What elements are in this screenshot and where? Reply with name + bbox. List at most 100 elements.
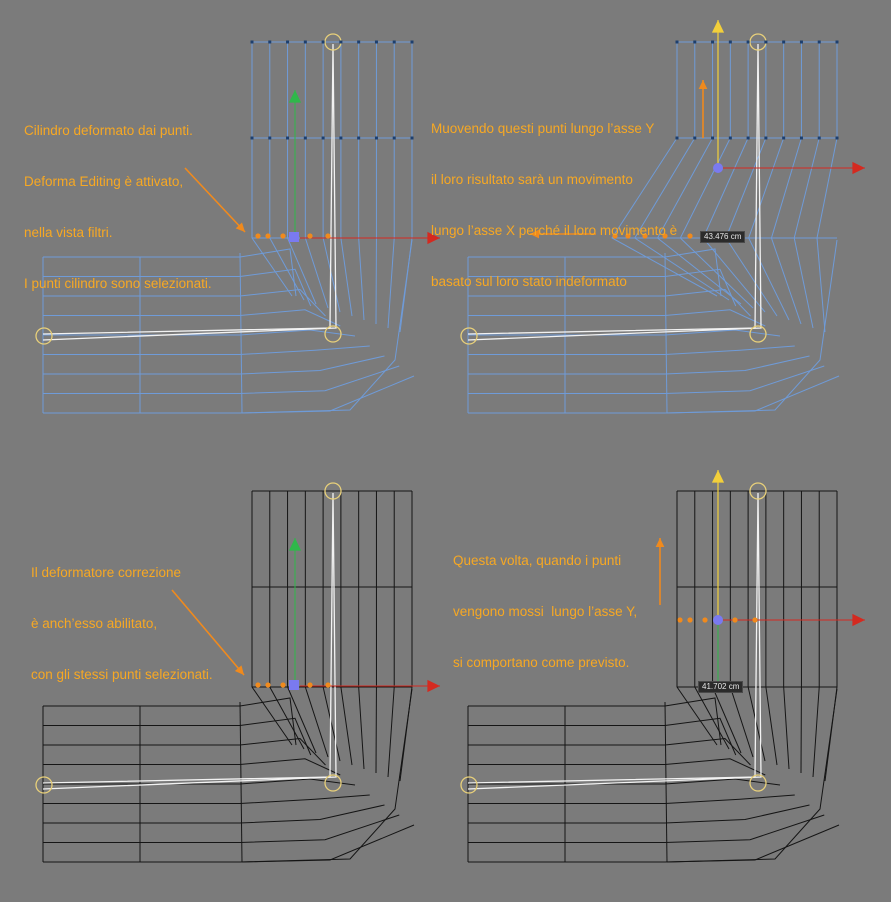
distance-readout-bottom: 41.702 cm: [698, 681, 744, 693]
selected-point: [325, 233, 331, 239]
mesh-point: [835, 136, 839, 140]
mesh-edge: [664, 697, 722, 746]
mesh-edge: [239, 345, 370, 355]
selected-point: [625, 233, 631, 239]
move-handle-icon: [713, 163, 723, 173]
mesh-edge: [816, 42, 838, 333]
pivot-circle-icon: [460, 776, 478, 794]
mesh-point: [268, 40, 272, 44]
selected-point: [687, 617, 693, 623]
mesh-point: [250, 136, 254, 140]
annotation-line: Cilindro deformato dai punti.: [24, 123, 193, 138]
mesh-edge: [666, 239, 838, 414]
mesh-edge: [239, 794, 370, 804]
selected-point: [280, 682, 286, 688]
mesh-edge: [340, 491, 353, 766]
mesh-edge: [664, 268, 737, 307]
mesh-edge: [664, 252, 668, 414]
mesh-point: [392, 40, 396, 44]
mesh-edge: [666, 688, 838, 863]
selected-point: [280, 233, 286, 239]
mesh-edge: [251, 42, 293, 297]
annotation-line: Muovendo questi punti lungo l’asse Y: [431, 121, 655, 136]
mesh-point: [746, 40, 750, 44]
mesh-point: [799, 136, 803, 140]
annotation-line: vengono mossi lungo l’asse Y,: [453, 604, 638, 619]
annotation-line: lungo l’asse X perché il loro movimento …: [431, 223, 678, 238]
mesh-edge: [664, 309, 766, 327]
mesh-edge: [239, 248, 297, 297]
move-handle-icon: [713, 615, 723, 625]
mesh-edge: [287, 42, 317, 305]
annotation-bottom-right: Questa volta, quando i punti vengono mos…: [453, 518, 637, 688]
mesh-point: [782, 136, 786, 140]
skeleton-bone: [467, 492, 762, 790]
mesh-edge: [748, 42, 790, 321]
mesh-edge: [399, 491, 413, 782]
selected-point: [307, 233, 313, 239]
mesh-edge: [729, 491, 754, 758]
mesh-point: [711, 136, 715, 140]
arrow-icon: [234, 665, 244, 675]
selected-point: [255, 233, 261, 239]
selected-point: [732, 617, 738, 623]
annotation-top-left: Cilindro deformato dai punti. Deforma Ed…: [24, 88, 212, 309]
mesh-edge: [664, 824, 840, 863]
mesh-edge: [770, 42, 802, 325]
mesh-edge: [241, 239, 413, 414]
arrow-icon: [711, 20, 725, 33]
pivot-circle-icon: [324, 482, 342, 500]
selected-point: [662, 233, 668, 239]
mesh-edge: [239, 252, 243, 414]
arrow-icon: [427, 231, 440, 245]
mesh-edge: [812, 491, 820, 778]
mesh-point: [374, 40, 378, 44]
mesh-edge: [679, 42, 754, 309]
annotation-bottom-left: Il deformatore correzione è anch’esso ab…: [31, 530, 213, 700]
selected-point: [265, 682, 271, 688]
arrow-icon: [852, 613, 865, 627]
annotation-line: nella vista filtri.: [24, 225, 113, 240]
mesh-edge: [664, 794, 795, 804]
mesh-edge: [725, 42, 778, 317]
mesh-point: [357, 136, 361, 140]
skeleton-bone: [42, 492, 337, 790]
mesh-point: [675, 40, 679, 44]
annotation-line: I punti cilindro sono selezionati.: [24, 276, 212, 291]
annotation-arrow-shaft: [184, 167, 246, 233]
mesh-point: [286, 136, 290, 140]
mesh-edge: [747, 491, 766, 762]
mesh-edge: [358, 42, 365, 321]
mesh-point: [799, 40, 803, 44]
mesh-point: [268, 136, 272, 140]
mesh-edge: [664, 778, 781, 786]
mesh-edge: [664, 365, 825, 394]
mesh-edge: [664, 345, 795, 355]
annotation-line: Il deformatore correzione: [31, 565, 182, 580]
arrow-icon: [711, 470, 725, 483]
mesh-edge: [239, 355, 385, 375]
mesh-edge: [664, 329, 781, 337]
annotation-line: il loro risultato sarà un movimento: [431, 172, 633, 187]
mesh-edge: [239, 737, 326, 766]
pivot-circle-icon: [460, 327, 478, 345]
annotation-line: basato sul loro stato indeformato: [431, 274, 627, 289]
mesh-point: [303, 40, 307, 44]
mesh-point: [675, 136, 679, 140]
mesh-edge: [287, 491, 317, 754]
mesh-point: [321, 40, 325, 44]
mesh-edge: [664, 717, 737, 756]
selected-point: [702, 617, 708, 623]
mesh-edge: [239, 824, 415, 863]
pivot-circle-icon: [324, 325, 342, 343]
mesh-edge: [656, 42, 742, 305]
mesh-edge: [387, 491, 395, 778]
mesh-point: [693, 40, 697, 44]
arrow-icon: [655, 538, 665, 548]
mesh-point: [835, 40, 839, 44]
selected-point: [752, 617, 758, 623]
arrow-icon: [698, 80, 708, 90]
mesh-point: [357, 40, 361, 44]
distance-readout-top: 43.476 cm: [700, 231, 746, 243]
mesh-point: [286, 40, 290, 44]
